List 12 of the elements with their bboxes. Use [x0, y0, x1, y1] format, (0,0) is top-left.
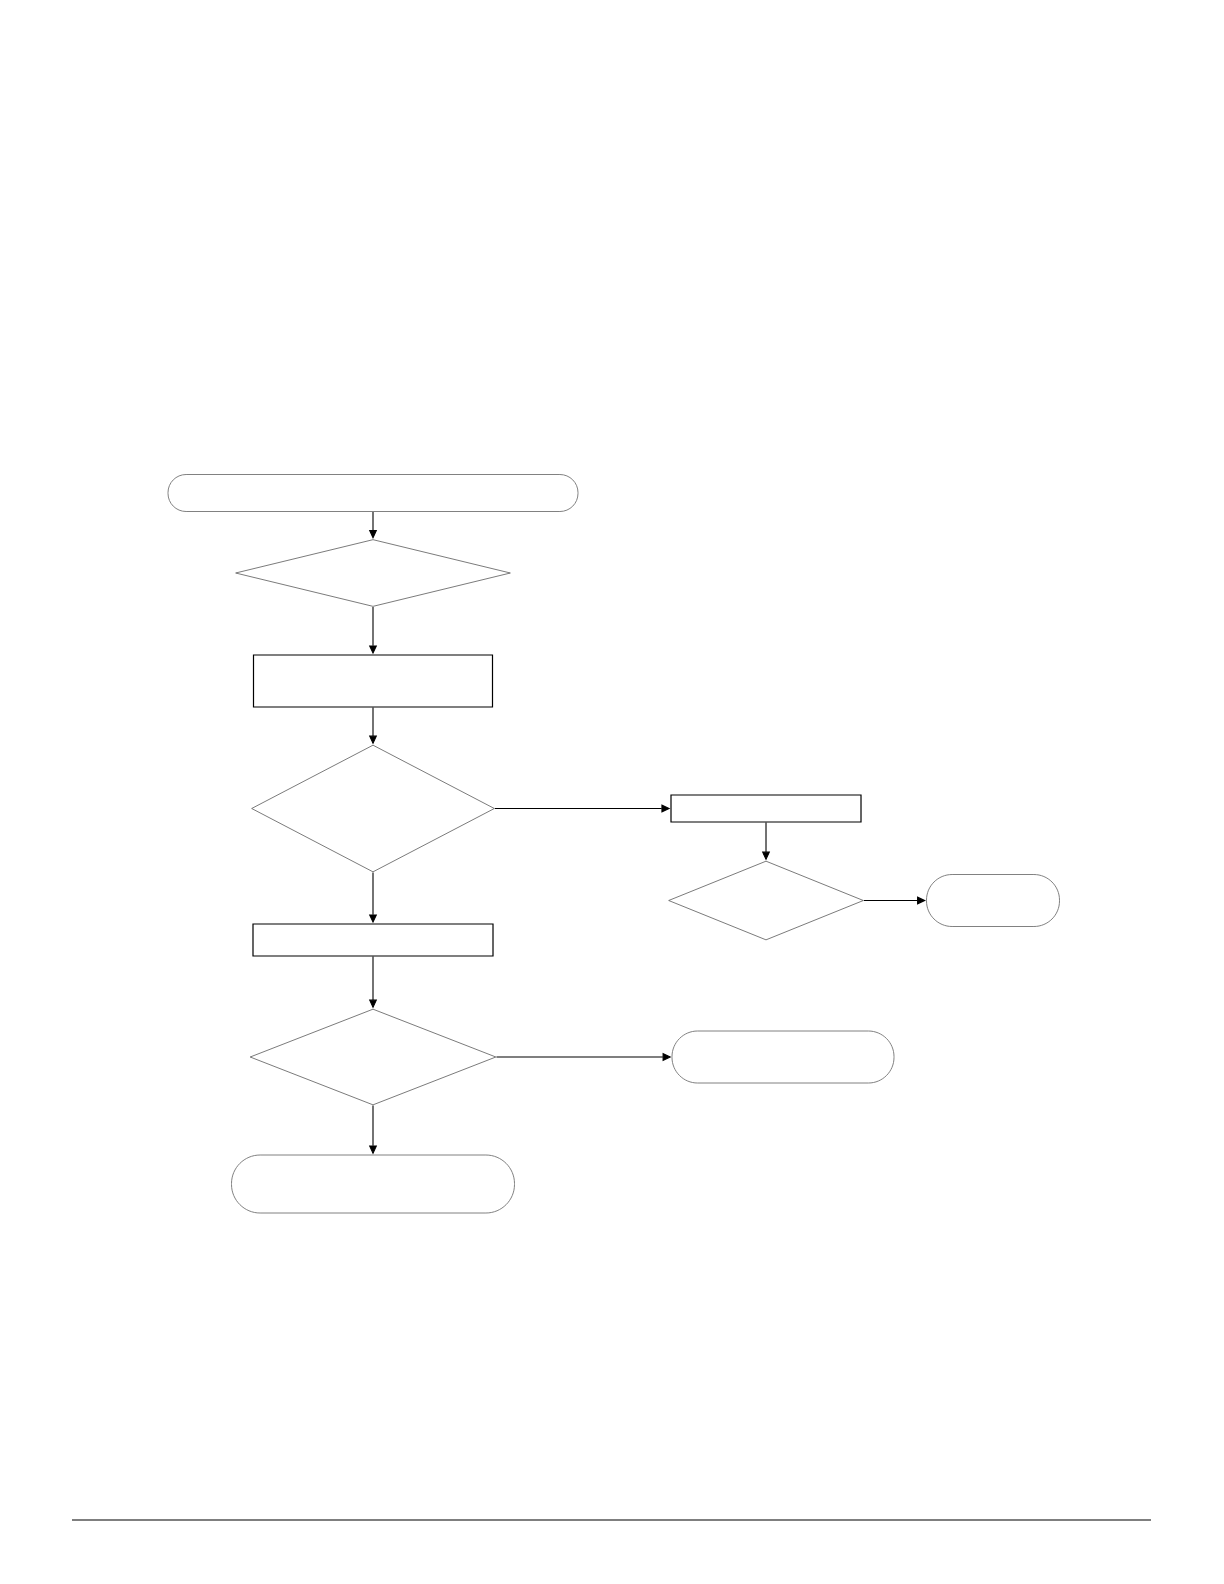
decision-diamond: [235, 539, 511, 607]
rounded-box: [167, 474, 579, 512]
process-box: [252, 923, 494, 957]
rounded-box: [926, 874, 1060, 927]
arrow: [863, 896, 926, 905]
decision-diamond: [249, 1008, 497, 1106]
rounded-box: [671, 1030, 895, 1084]
decision-diamond: [668, 860, 864, 941]
process-box: [252, 654, 494, 708]
decision-diamond: [251, 744, 495, 873]
rounded-box: [231, 1154, 515, 1214]
process-box: [670, 794, 862, 823]
